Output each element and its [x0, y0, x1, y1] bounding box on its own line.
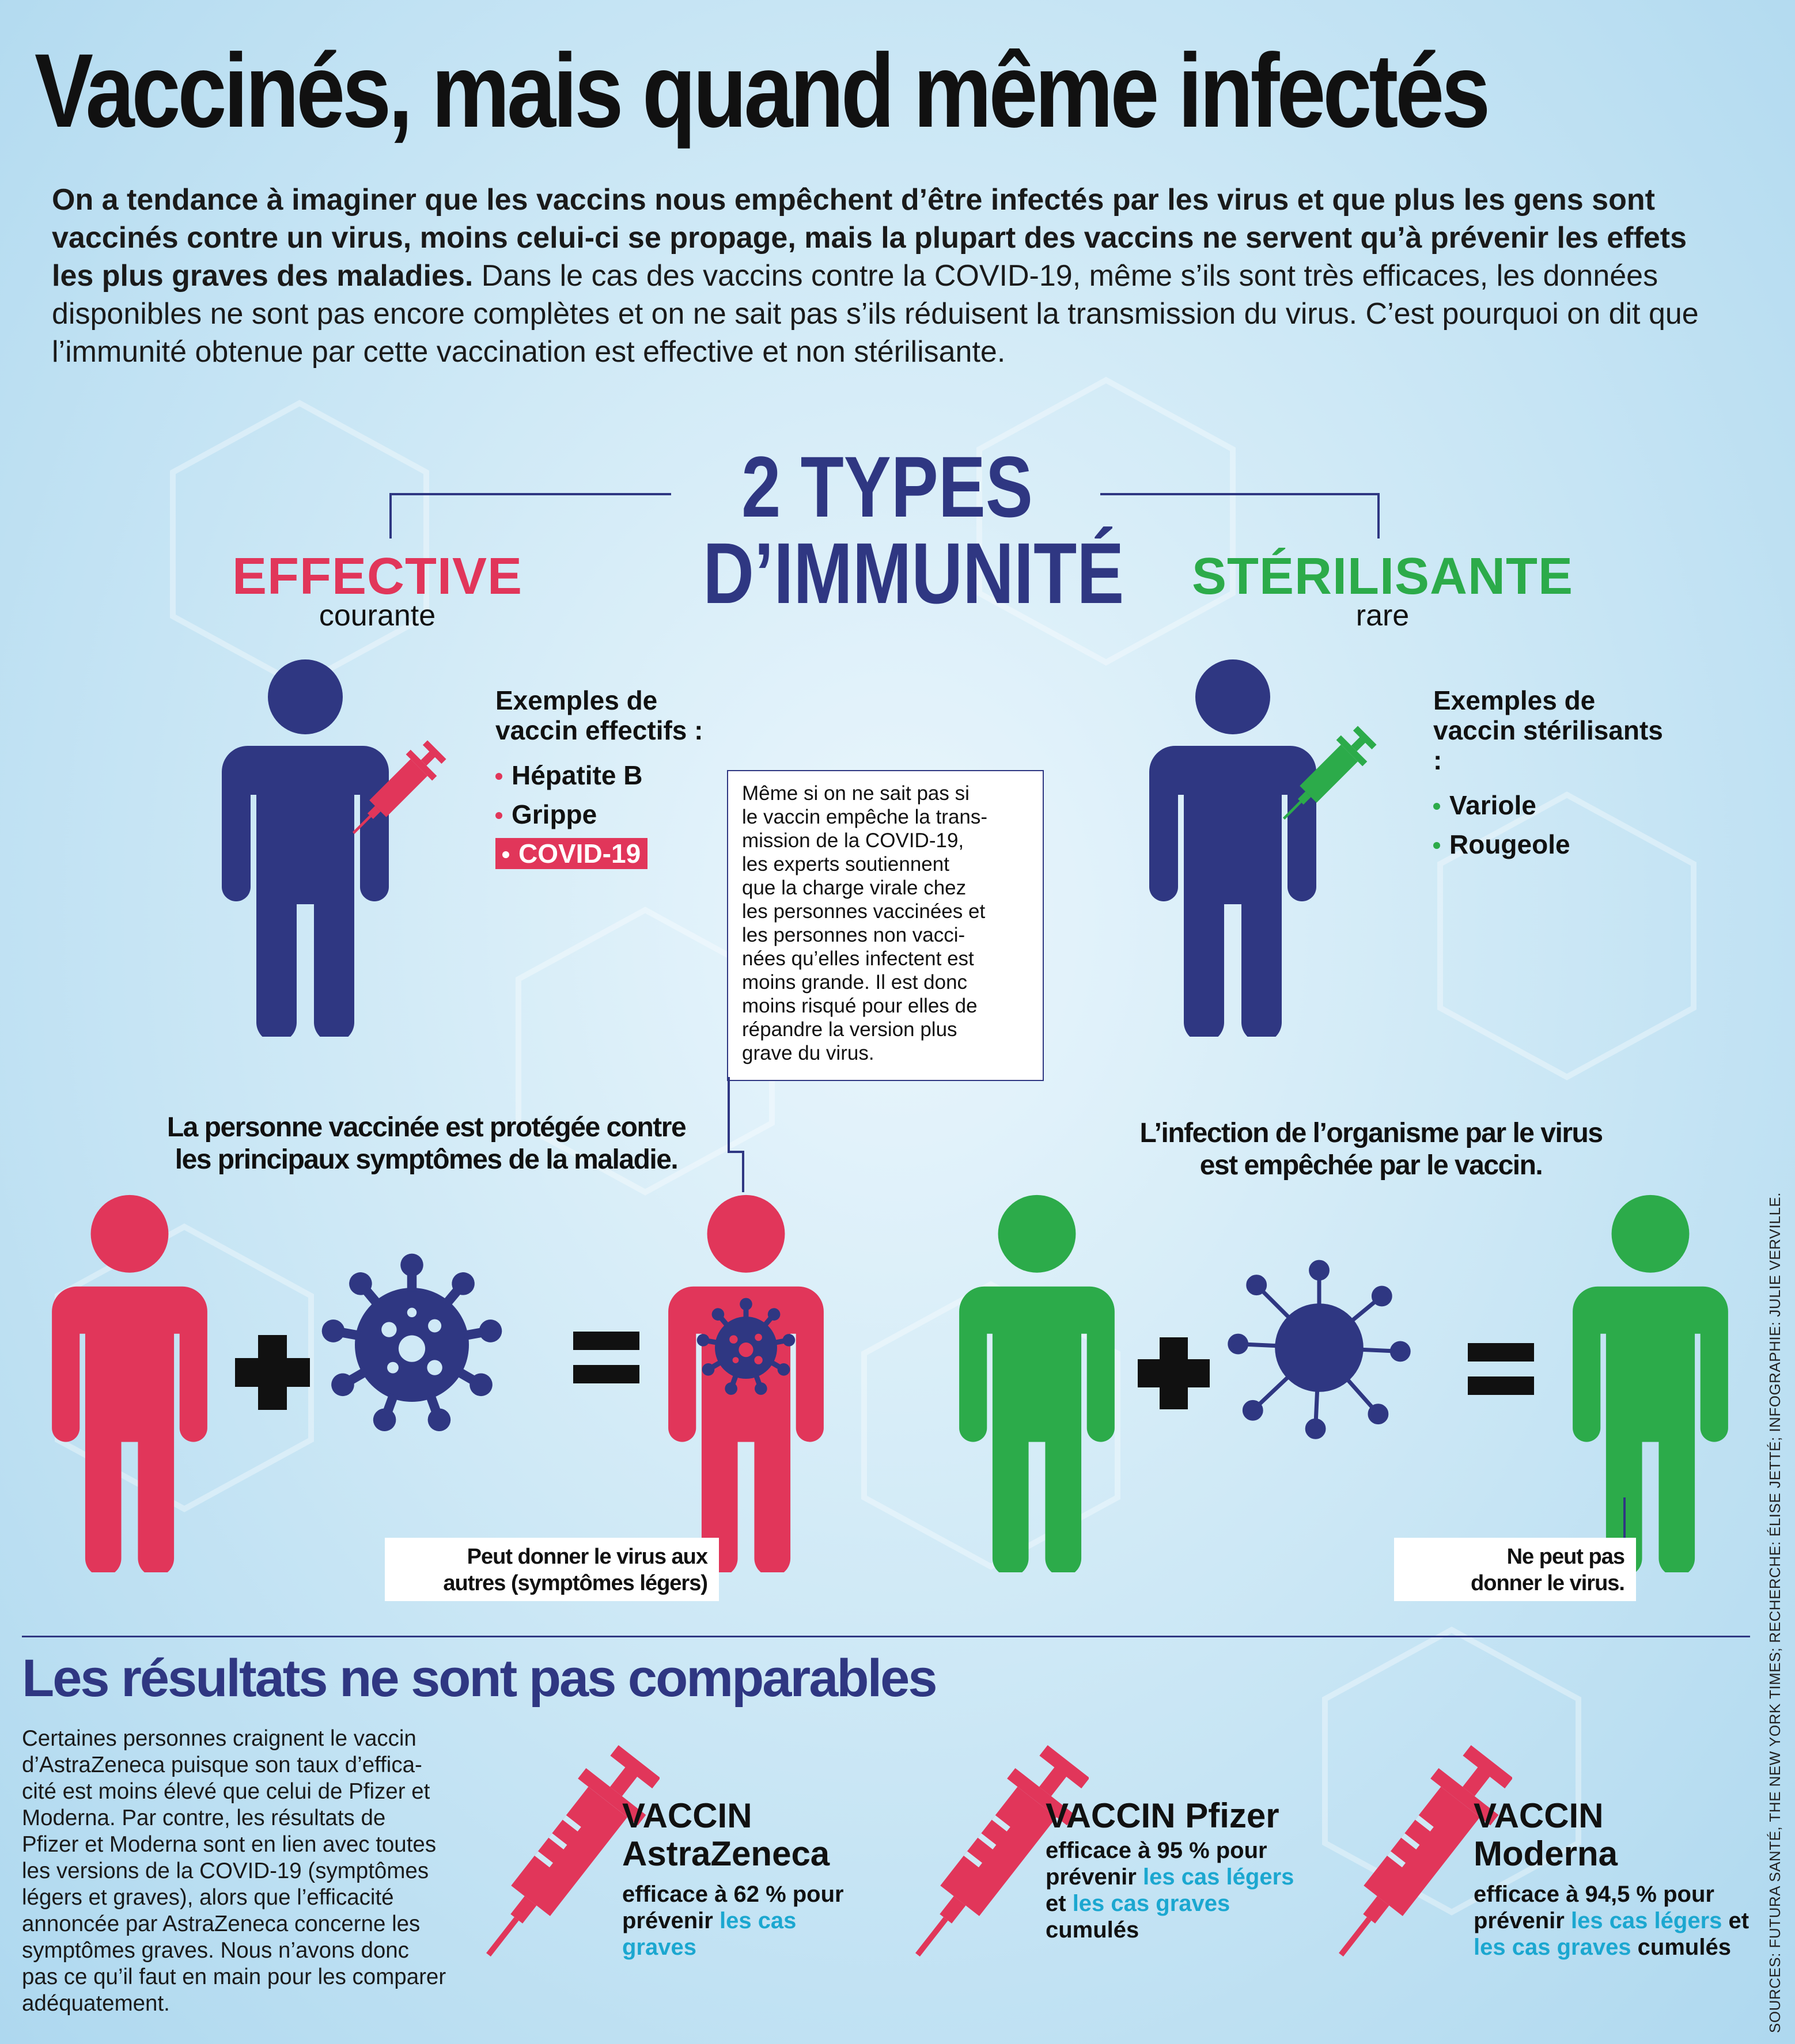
vaccine-moderna: VACCIN Moderna efficace à 94,5 % pour pr…: [1474, 1796, 1749, 1960]
sterilisante-examples-title-2: vaccin stérilisants :: [1433, 715, 1663, 775]
intro-regular: Dans le cas des vaccins contre la COVID-…: [52, 259, 1699, 369]
note-box: Même si on ne sait pas si le vaccin empê…: [727, 770, 1044, 1081]
page-title: Vaccinés, mais quand même infectés: [35, 32, 1490, 149]
list-item: Hépatite B: [495, 756, 737, 795]
sterilisante-examples: Exemples de vaccin stérilisants : Variol…: [1433, 685, 1675, 864]
effective-sub: courante: [319, 599, 436, 632]
vaccine-astrazeneca: VACCIN AstraZeneca efficace à 62 % pour …: [622, 1796, 844, 1960]
sterilisante-sub: rare: [1355, 599, 1410, 632]
sterilisante-caption: L’infection de l’organisme par le virus …: [1139, 1118, 1603, 1181]
heading-brackets: [389, 493, 1380, 539]
effective-caption: La personne vaccinée est protégée contre…: [166, 1112, 687, 1175]
equals-icon: [573, 1332, 639, 1383]
note-line: grave du virus.: [742, 1042, 874, 1064]
person-icon: [1149, 659, 1316, 1037]
effective-result-box: Peut donner le virus aux autres (symptôm…: [385, 1538, 719, 1601]
person-icon: [959, 1194, 1115, 1572]
plus-icon: [1138, 1337, 1210, 1409]
virus-icon: [696, 1298, 796, 1397]
list-item: Grippe: [495, 795, 737, 834]
results-body: Certaines personnes craignent le vaccin …: [22, 1726, 446, 2016]
note-line: les experts soutiennent: [742, 853, 949, 875]
note-connector: [728, 1077, 744, 1192]
intro-paragraph: On a tendance à imaginer que les vaccins…: [52, 181, 1734, 371]
person-icon: [52, 1194, 207, 1572]
results-title: Les résultats ne sont pas comparables: [22, 1649, 938, 1708]
effective-heading-block: EFFECTIVE courante: [228, 547, 527, 633]
note-line: les personnes vaccinées et: [742, 900, 986, 923]
effective-examples-title-2: vaccin effectifs :: [495, 715, 703, 745]
vaccine-pfizer: VACCIN Pfizer efficace à 95 % pour préve…: [1046, 1796, 1294, 1943]
types-heading: 2 TYPES D’IMMUNITÉ: [662, 438, 1124, 621]
syringe-icon: [1339, 1745, 1512, 1957]
virus-icon: [1228, 1260, 1411, 1439]
result-connector: [1623, 1497, 1626, 1538]
person-icon: [222, 659, 389, 1037]
syringe-icon: [915, 1745, 1089, 1957]
sterilisante-heading-block: STÉRILISANTE rare: [1181, 547, 1584, 633]
note-line: répandre la version plus: [742, 1018, 957, 1041]
effective-heading: EFFECTIVE: [232, 548, 523, 605]
plus-icon: [235, 1335, 310, 1410]
effective-examples-title-1: Exemples de: [495, 685, 658, 715]
section-divider: [22, 1636, 1750, 1637]
intro-bold: On a tendance à imaginer que les vaccins…: [52, 183, 1687, 293]
sterilisante-examples-title-1: Exemples de: [1433, 685, 1596, 715]
virus-icon: [320, 1253, 504, 1435]
sterilisante-heading: STÉRILISANTE: [1191, 548, 1574, 605]
syringe-icon: [352, 740, 446, 835]
equals-icon: [1468, 1343, 1534, 1395]
person-icon: [668, 1194, 824, 1572]
types-line-2: D’IMMUNITÉ: [703, 525, 1124, 621]
list-item: COVID-19: [495, 834, 737, 873]
note-line: mission de la COVID-19,: [742, 829, 964, 852]
effective-examples: Exemples de vaccin effectifs : Hépatite …: [495, 685, 737, 873]
note-line: moins risqué pour elles de: [742, 995, 978, 1017]
syringe-icon: [486, 1745, 660, 1957]
note-line: Même si on ne sait pas si: [742, 782, 970, 805]
person-icon: [1573, 1194, 1728, 1572]
note-line: que la charge virale chez: [742, 877, 967, 899]
types-line-1: 2 TYPES: [741, 438, 1033, 535]
note-line: les personnes non vacci-: [742, 924, 965, 946]
sources-credit: SOURCES: FUTURA SANTÉ, THE NEW YORK TIME…: [1766, 1192, 1783, 2033]
list-item: Rougeole: [1433, 825, 1675, 864]
sterilisante-result-box: Ne peut pas donner le virus.: [1394, 1538, 1636, 1601]
note-line: le vaccin empêche la trans-: [742, 806, 988, 828]
note-line: nées qu’elles infectent est: [742, 947, 974, 970]
note-line: moins grande. Il est donc: [742, 971, 968, 993]
syringe-icon: [1282, 726, 1377, 820]
list-item: Variole: [1433, 786, 1675, 825]
